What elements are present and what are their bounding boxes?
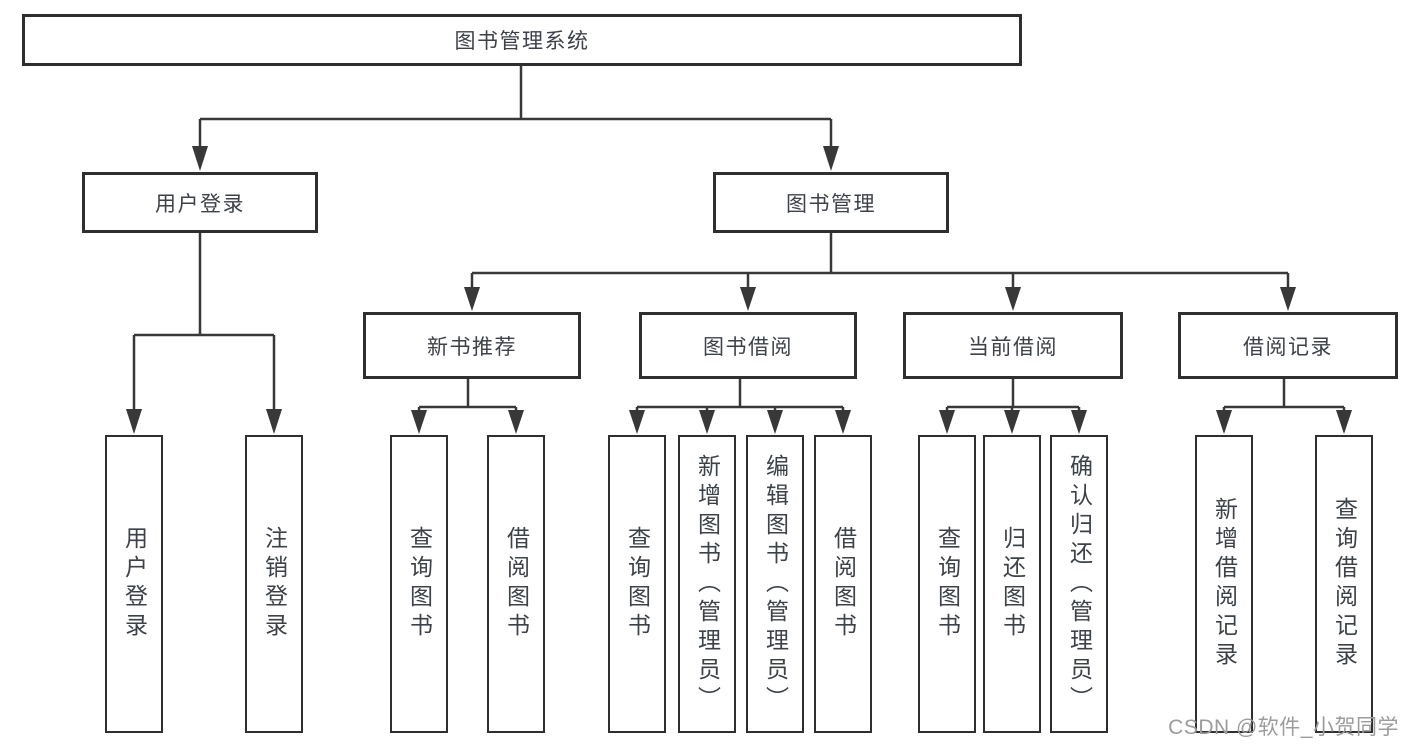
leaf-edit-book-admin-label: 编辑图书（管理员） xyxy=(762,453,789,715)
leaf-confirm-return-admin-label: 确认归还（管理员） xyxy=(1066,453,1093,715)
leaf-query-books-2-label: 查询图书 xyxy=(624,526,651,642)
leaf-borrow-books-1: 借阅图书 xyxy=(487,435,545,733)
node-root: 图书管理系统 xyxy=(22,14,1022,66)
node-user-login: 用户登录 xyxy=(82,172,318,233)
node-book-mgmt: 图书管理 xyxy=(713,172,949,233)
leaf-query-books-2: 查询图书 xyxy=(608,435,666,733)
leaf-query-books-1: 查询图书 xyxy=(390,435,448,733)
node-current-borrow: 当前借阅 xyxy=(903,312,1123,379)
leaf-user-login-label: 用户登录 xyxy=(121,526,148,642)
leaf-query-borrow-record: 查询借阅记录 xyxy=(1315,435,1373,733)
leaf-confirm-return-admin: 确认归还（管理员） xyxy=(1050,435,1108,733)
node-book-borrow: 图书借阅 xyxy=(639,312,857,379)
arrowheads xyxy=(126,146,1352,434)
leaf-add-book-admin: 新增图书（管理员） xyxy=(678,435,736,733)
leaf-user-login: 用户登录 xyxy=(105,435,163,733)
leaf-return-books-label: 归还图书 xyxy=(999,526,1026,642)
leaf-add-borrow-record: 新增借阅记录 xyxy=(1195,435,1253,733)
leaf-return-books: 归还图书 xyxy=(983,435,1041,733)
leaf-borrow-books-2: 借阅图书 xyxy=(814,435,872,733)
leaf-logout: 注销登录 xyxy=(245,435,303,733)
node-book-borrow-label: 图书借阅 xyxy=(703,335,793,359)
leaf-query-borrow-record-label: 查询借阅记录 xyxy=(1331,497,1358,671)
leaf-add-borrow-record-label: 新增借阅记录 xyxy=(1211,497,1238,671)
node-current-borrow-label: 当前借阅 xyxy=(968,335,1058,359)
node-root-label: 图书管理系统 xyxy=(454,30,590,53)
leaf-query-books-3-label: 查询图书 xyxy=(934,526,961,642)
node-book-mgmt-label: 图书管理 xyxy=(786,192,876,216)
leaf-borrow-books-2-label: 借阅图书 xyxy=(830,526,857,642)
leaf-logout-label: 注销登录 xyxy=(261,526,288,642)
node-new-book-rec-label: 新书推荐 xyxy=(427,335,517,359)
node-new-book-rec: 新书推荐 xyxy=(363,312,581,379)
leaf-query-books-1-label: 查询图书 xyxy=(406,526,433,642)
csdn-watermark: CSDN @软件_小贺同学 xyxy=(1168,716,1399,739)
node-borrow-records: 借阅记录 xyxy=(1178,312,1398,379)
leaf-borrow-books-1-label: 借阅图书 xyxy=(503,526,530,642)
leaf-edit-book-admin: 编辑图书（管理员） xyxy=(746,435,804,733)
leaf-add-book-admin-label: 新增图书（管理员） xyxy=(694,453,721,715)
node-user-login-label: 用户登录 xyxy=(155,192,245,216)
node-borrow-records-label: 借阅记录 xyxy=(1243,335,1333,359)
leaf-query-books-3: 查询图书 xyxy=(918,435,976,733)
